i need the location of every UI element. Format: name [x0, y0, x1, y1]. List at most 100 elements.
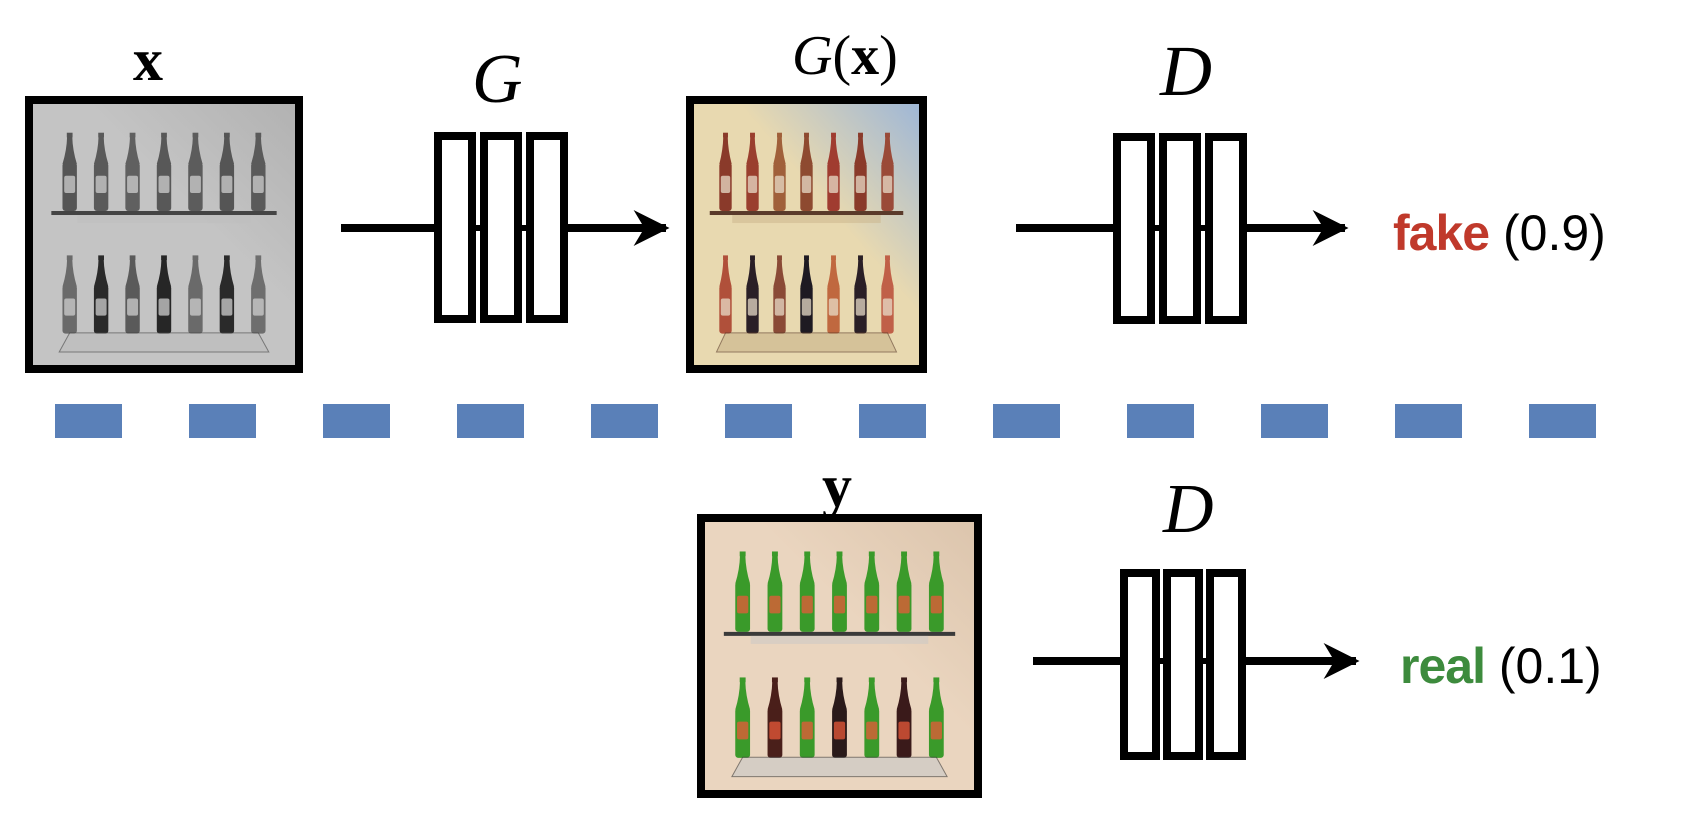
- bottle-neck: [251, 259, 266, 287]
- bottle-label: [189, 298, 201, 316]
- bottle-neck: [800, 259, 813, 287]
- bottle-neck: [864, 681, 880, 710]
- bottle-cap: [836, 551, 843, 557]
- bottle-label: [774, 298, 785, 316]
- bottle-cap: [777, 255, 782, 261]
- bottle-cap: [161, 132, 167, 138]
- discriminator-bottom-layer-2: [1163, 569, 1203, 760]
- bottle-neck: [219, 259, 235, 287]
- bottle-cap: [739, 677, 746, 683]
- bottle-cap: [739, 551, 746, 557]
- bottle-cap: [901, 677, 908, 683]
- divider-dash: [189, 404, 256, 438]
- bottle-neck: [746, 259, 759, 287]
- discriminator-top-layer-1: [1113, 133, 1155, 324]
- bottle-label: [898, 595, 910, 614]
- generator-layer-1: [434, 132, 476, 323]
- bottle-cap: [223, 132, 230, 138]
- bottle-neck: [881, 259, 894, 287]
- bottle-label: [801, 721, 813, 740]
- shelf-shadow: [77, 215, 251, 224]
- bottle-label: [720, 298, 731, 316]
- bottle-label: [252, 175, 264, 194]
- bottle-cap: [255, 255, 262, 261]
- bottle-label: [737, 595, 749, 614]
- glass-shelf: [58, 332, 270, 353]
- bottle-cap: [98, 255, 105, 261]
- shelf: [51, 211, 277, 216]
- bottle-cap: [831, 132, 836, 138]
- bottle-neck: [896, 555, 912, 584]
- glass-shelf: [715, 332, 898, 353]
- bottle-neck: [93, 136, 109, 165]
- discriminator-top-layer-3: [1205, 133, 1247, 324]
- bottle-label: [127, 298, 139, 316]
- divider-dash: [1127, 404, 1194, 438]
- bottle-label: [221, 175, 233, 194]
- bottle-cap: [771, 551, 778, 557]
- generator-layer-3: [526, 132, 568, 323]
- bottle-neck: [719, 259, 732, 287]
- bottle-neck: [93, 259, 109, 287]
- bottle-neck: [827, 136, 840, 165]
- bottle-cap: [831, 255, 836, 261]
- bottle-neck: [62, 259, 77, 287]
- bottle-neck: [251, 136, 266, 165]
- bottle-cap: [771, 677, 778, 683]
- bottle-label: [747, 175, 758, 194]
- bottle-neck: [156, 259, 172, 287]
- bottle-neck: [156, 136, 172, 165]
- divider-dash: [1261, 404, 1328, 438]
- bottle-label: [833, 595, 846, 614]
- bottle-neck: [735, 681, 751, 710]
- discriminator-bottom-layer-3: [1206, 569, 1246, 760]
- bottle-neck: [799, 681, 815, 710]
- bottle-neck: [800, 136, 813, 165]
- bottle-cap: [192, 132, 199, 138]
- bottle-label: [801, 298, 812, 316]
- bottle-label: [898, 721, 910, 740]
- divider-dash: [1395, 404, 1462, 438]
- bottle-label: [882, 298, 893, 316]
- bottle-cap: [933, 677, 940, 683]
- fake-score: (0.9): [1502, 205, 1606, 261]
- discriminator-top-layer-2: [1159, 133, 1201, 324]
- bottle-label: [769, 595, 781, 614]
- divider-dash: [55, 404, 122, 438]
- bottle-neck: [62, 136, 77, 165]
- bottle-neck: [799, 555, 815, 584]
- bottle-neck: [719, 136, 732, 165]
- generated-label-paren-open: (: [832, 25, 852, 87]
- bottle-label: [882, 175, 893, 194]
- bottle-neck: [767, 555, 783, 584]
- bottle-cap: [885, 255, 890, 261]
- bottle-label: [866, 721, 878, 740]
- bottle-neck: [896, 681, 912, 710]
- bottle-label: [801, 595, 813, 614]
- bottle-neck: [854, 259, 867, 287]
- bottle-label: [833, 721, 846, 740]
- bottle-label: [64, 175, 76, 194]
- divider-dash: [993, 404, 1060, 438]
- discriminator-top-label: D: [1160, 31, 1212, 111]
- bottle-cap: [804, 677, 811, 683]
- bottle-neck: [773, 136, 786, 165]
- bottle-label: [158, 175, 170, 194]
- bottle-label: [64, 298, 76, 316]
- bottle-label: [855, 175, 866, 194]
- bottle-label: [866, 595, 878, 614]
- bottle-neck: [928, 555, 944, 584]
- bottle-cap: [858, 255, 863, 261]
- input-image-x: [25, 96, 303, 373]
- bottle-neck: [832, 681, 847, 710]
- bottle-cap: [66, 255, 73, 261]
- bottle-cap: [192, 255, 199, 261]
- top-output-label: fake (0.9): [1393, 208, 1606, 258]
- bottle-cap: [129, 132, 136, 138]
- divider-dash: [1529, 404, 1596, 438]
- discriminator-top-network: [1016, 133, 1349, 324]
- real-sample-label-y: y: [822, 453, 852, 519]
- bottle-neck: [854, 136, 867, 165]
- bottle-neck: [125, 136, 140, 165]
- shelf-shadow: [750, 635, 929, 644]
